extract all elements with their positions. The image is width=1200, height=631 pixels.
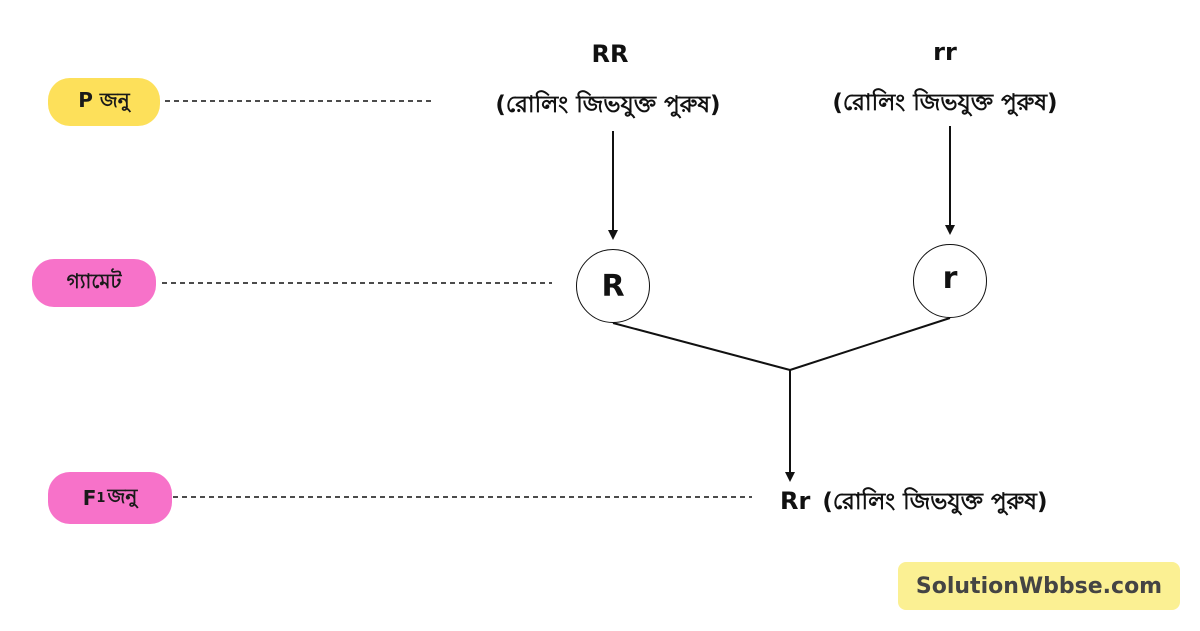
line-gamete2-to-join: [789, 317, 951, 371]
offspring-result: Rr (রোলিং জিভযুক্ত পুরুষ): [780, 483, 1047, 522]
gamete-recessive-allele: r: [942, 260, 958, 296]
gamete-circle-dominant: R: [576, 249, 650, 323]
parent-generation-label: P জনু: [78, 87, 130, 112]
f1-label-suffix: জনু: [107, 483, 138, 508]
gamete-generation-badge: গ্যামেট: [32, 259, 156, 307]
parent1-genotype: RR: [591, 40, 629, 68]
parent2-phenotype: (রোলিং জিভযুক্ত পুরুষ): [832, 90, 1058, 116]
gamete-dominant-allele: R: [601, 268, 625, 304]
f1-label-main: F: [82, 486, 97, 510]
gamete-circle-recessive: r: [913, 244, 987, 318]
f1-label-sub: 1: [96, 490, 106, 506]
watermark-text: SolutionWbbse.com: [915, 573, 1163, 599]
gamete-generation-label: গ্যামেট: [66, 268, 122, 293]
parent1-phenotype: (রোলিং জিভযুক্ত পুরুষ): [495, 92, 721, 118]
parent-generation-badge: P জনু: [48, 78, 160, 126]
watermark-badge: SolutionWbbse.com: [898, 562, 1180, 610]
offspring-phenotype: (রোলিং জিভযুক্ত পুরুষ): [822, 489, 1048, 515]
line-gamete1-to-join: [612, 322, 791, 371]
offspring-genotype: Rr: [780, 487, 811, 515]
parent2-genotype: rr: [933, 38, 957, 66]
